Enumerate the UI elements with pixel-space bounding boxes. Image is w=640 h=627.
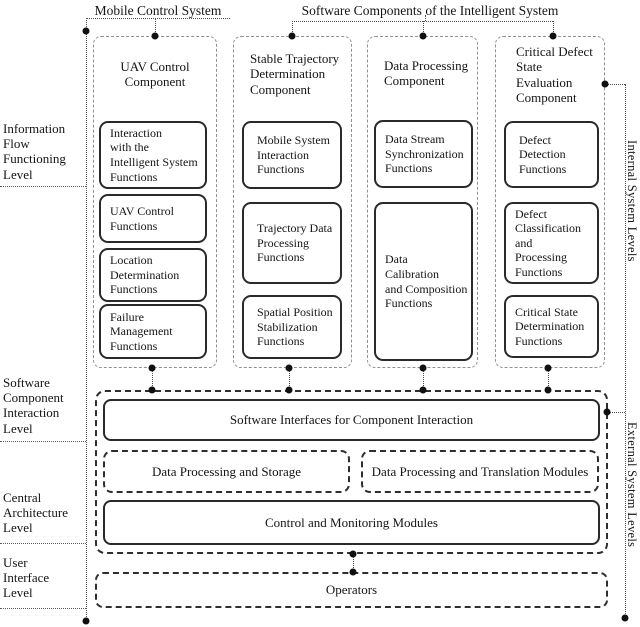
connector-dot: [419, 32, 427, 40]
column-stub-4: [548, 368, 549, 390]
function-box-defect-detection: Defect Detection Functions: [504, 121, 599, 188]
function-box-uav-control: UAV Control Functions: [99, 194, 207, 243]
mobile-bracket-stub: [155, 18, 156, 36]
software-interfaces-box: Software Interfaces for Component Intera…: [103, 399, 600, 441]
function-box-failure-management: Failure Management Functions: [99, 304, 207, 359]
level-label-information-flow: Information Flow Functioning Level: [3, 121, 66, 182]
software-bracket-stub-1: [292, 21, 293, 36]
right-stub-middle: [607, 412, 625, 413]
level-separator-2: [0, 441, 86, 442]
right-boundary-line: [625, 84, 626, 618]
level-label-software-component: Software Component Interaction Level: [3, 375, 64, 436]
operators-box: Operators: [95, 572, 608, 608]
external-system-levels-label: External System Levels: [625, 422, 639, 548]
connector-dot: [601, 80, 609, 88]
function-box-spatial-position-stabilization: Spatial Position Stabilization Functions: [242, 295, 342, 359]
level-separator-3: [0, 543, 86, 544]
operators-label: Operators: [325, 582, 378, 597]
mobile-bracket-line: [86, 18, 230, 19]
data-processing-storage-box: Data Processing and Storage: [103, 450, 350, 493]
column-stub-1: [152, 368, 153, 390]
function-box-intelligent-system-interaction: Interaction with the Intelligent System …: [99, 121, 207, 189]
component-title: UAV Control Component: [120, 59, 190, 90]
function-box-trajectory-data-processing: Trajectory Data Processing Functions: [242, 202, 342, 284]
control-monitoring-box: Control and Monitoring Modules: [103, 500, 600, 545]
connector-dot: [148, 386, 156, 394]
level-label-central-architecture: Central Architecture Level: [3, 490, 68, 536]
level-separator-1: [0, 186, 86, 187]
column-stub-2: [289, 368, 290, 390]
function-box-data-stream-synchronization: Data Stream Synchronization Functions: [374, 120, 473, 188]
connector-dot: [349, 568, 357, 576]
component-title: Critical Defect State Evaluation Compone…: [516, 44, 593, 106]
connector-dot: [82, 27, 90, 35]
level-separator-4: [0, 608, 86, 609]
software-bracket-line: [292, 21, 553, 22]
connector-dot: [285, 386, 293, 394]
connector-dot: [148, 364, 156, 372]
data-processing-translation-box: Data Processing and Translation Modules: [361, 450, 599, 493]
operators-stub: [353, 554, 354, 572]
software-interfaces-label: Software Interfaces for Component Intera…: [229, 412, 474, 427]
connector-dot: [549, 32, 557, 40]
function-box-data-calibration-composition: Data Calibration and Composition Functio…: [374, 202, 473, 361]
software-bracket-stub-3: [553, 21, 554, 36]
connector-dot: [285, 364, 293, 372]
component-title: Data Processing Component: [384, 58, 469, 89]
software-title-stub: [425, 15, 426, 21]
control-monitoring-label: Control and Monitoring Modules: [265, 514, 438, 530]
connector-dot: [82, 617, 90, 625]
function-box-critical-state-determination: Critical State Determination Functions: [504, 295, 599, 358]
internal-system-levels-label: Internal System Levels: [625, 140, 639, 262]
software-components-label: Software Components of the Intelligent S…: [301, 3, 559, 18]
mobile-control-system-label: Mobile Control System: [94, 3, 222, 18]
connector-dot: [544, 386, 552, 394]
left-boundary-line: [86, 18, 87, 621]
column-stub-3: [423, 368, 424, 390]
level-label-user-interface: User Interface Level: [3, 555, 50, 601]
component-title: Stable Trajectory Determination Componen…: [250, 51, 340, 97]
function-box-defect-classification: Defect Classification and Processing Fun…: [504, 202, 599, 284]
connector-dot: [544, 364, 552, 372]
data-processing-translation-label: Data Processing and Translation Modules: [371, 463, 589, 479]
connector-dot: [151, 32, 159, 40]
connector-dot: [349, 550, 357, 558]
connector-dot: [419, 386, 427, 394]
software-bracket-stub-2: [423, 21, 424, 36]
connector-dot: [603, 408, 611, 416]
function-box-mobile-system-interaction: Mobile System Interaction Functions: [242, 121, 342, 189]
right-stub-top: [605, 84, 625, 85]
connector-dot: [621, 614, 629, 622]
data-processing-storage-label: Data Processing and Storage: [151, 463, 302, 479]
connector-dot: [419, 364, 427, 372]
connector-dot: [288, 32, 296, 40]
function-box-location-determination: Location Determination Functions: [99, 248, 207, 302]
